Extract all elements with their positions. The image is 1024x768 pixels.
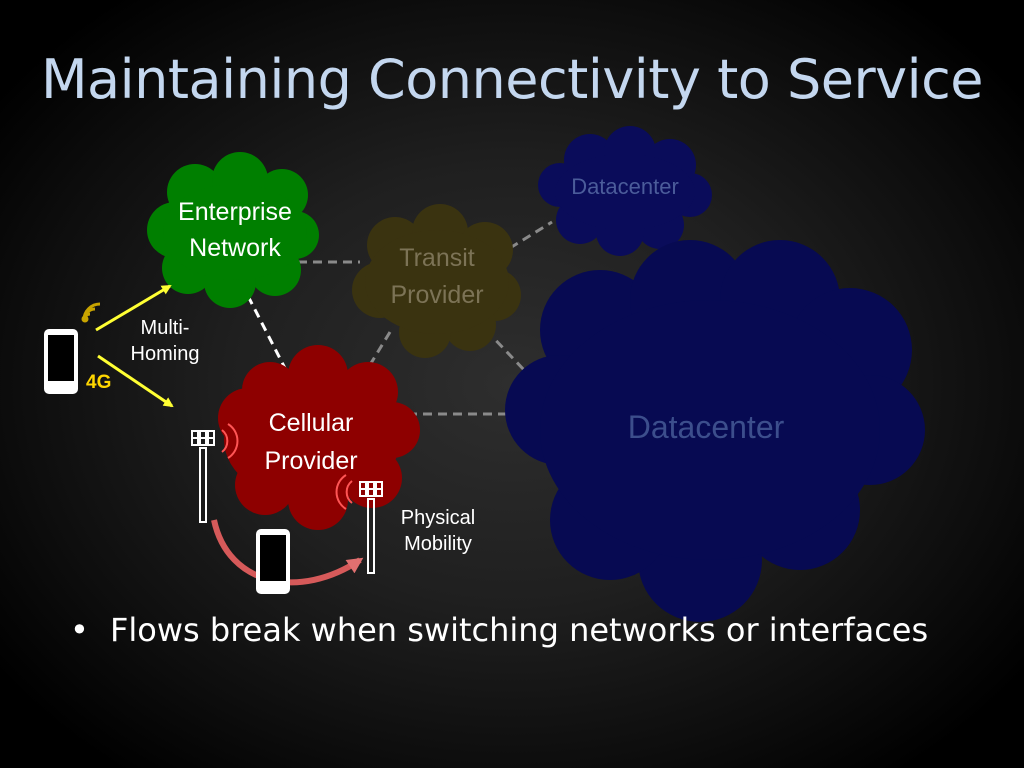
multihoming-label-line2: Homing [131,343,200,365]
arrow-to-cellular [97,354,174,408]
cellular-label-line2: Provider [264,447,357,475]
link-transit-datacenter-large [484,328,528,374]
arrow-to-enterprise [95,284,172,332]
datacenter-small-label: Datacenter [571,174,679,199]
link-transit-cellular [360,331,392,379]
transit-label-line1: Transit [399,244,475,272]
enterprise-label-line2: Network [189,234,281,262]
link-transit-datacenter-small [509,220,553,250]
physical-mobility-line2: Mobility [404,533,472,555]
datacenter-large-cloud: Datacenter [505,240,925,622]
cellular-provider-cloud: Cellular Provider [218,345,420,530]
bullet-item: • Flows break when switching networks or … [70,608,970,652]
network-links [246,220,553,416]
cellular-label-line1: Cellular [269,409,354,437]
enterprise-network-cloud: Enterprise Network [147,152,319,308]
slide-title: Maintaining Connectivity to Service [40,48,984,111]
datacenter-small-cloud: Datacenter [538,126,712,256]
physical-mobility-line1: Physical [401,507,475,529]
bullet-text: Flows break when switching networks or i… [110,611,929,649]
datacenter-large-label: Datacenter [628,409,785,445]
cell-tower-left-icon [191,423,239,523]
phone-icon [44,329,78,394]
cell-tower-right-icon [335,474,383,574]
transit-label-line2: Provider [390,281,483,309]
enterprise-label-line1: Enterprise [178,198,292,226]
multihoming-label-line1: Multi- [141,317,190,339]
mobile-phone-icon [256,529,290,594]
bullet-marker: • [70,611,89,649]
transit-provider-cloud: Transit Provider [352,204,521,358]
link-enterprise-cellular [246,295,292,379]
wifi-icon [81,302,101,323]
four-g-label: 4G [86,372,111,393]
